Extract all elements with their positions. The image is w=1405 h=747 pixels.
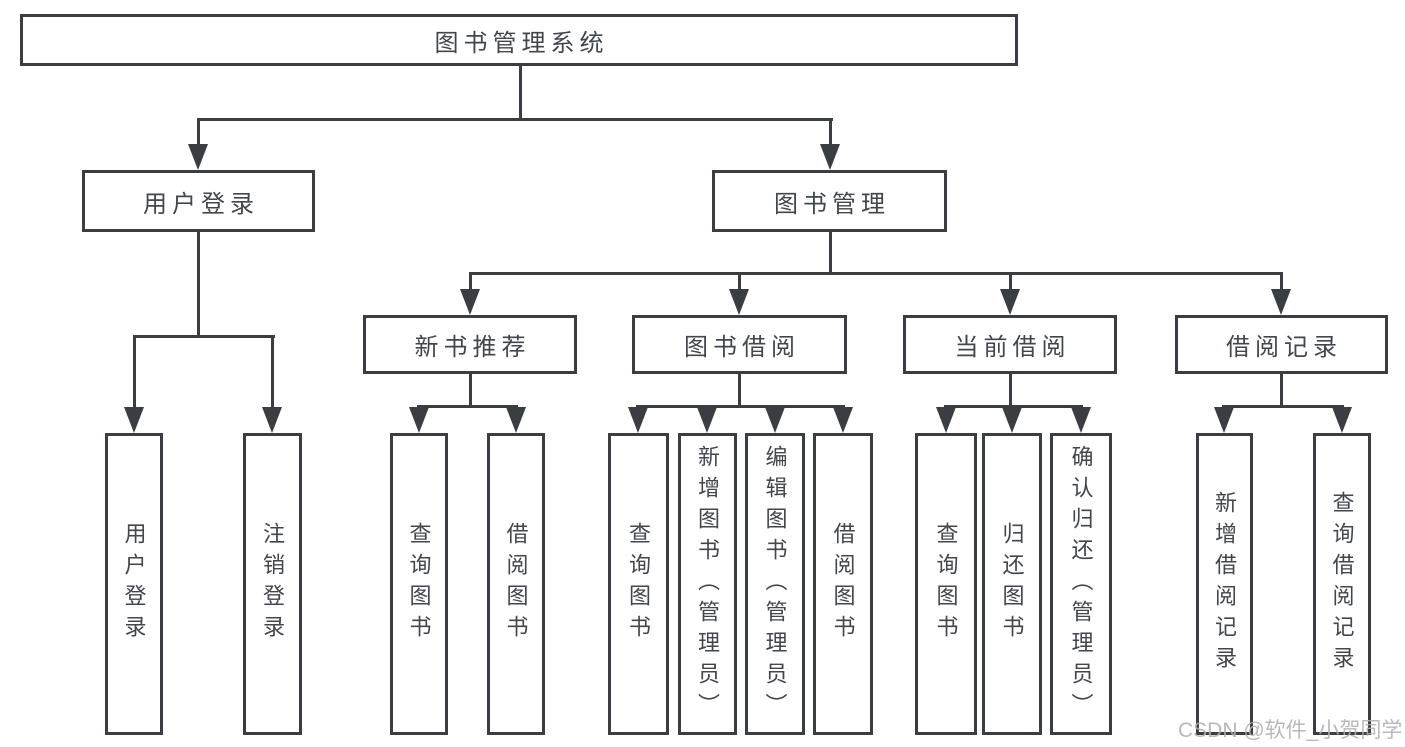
connector-book-management-stem: [829, 232, 832, 272]
watermark-text: CSDN @软件_小贺同学: [1178, 719, 1403, 742]
leaf-label: 借阅图书: [830, 522, 856, 646]
arrow-down-icon: [506, 407, 526, 433]
arrow-down-icon: [1271, 289, 1291, 315]
leaf-label: 新增图书（管理员）: [695, 444, 721, 724]
arrow-down-icon: [936, 407, 956, 433]
node-book-management: 图书管理: [712, 170, 947, 232]
connector-user-login-stem: [197, 232, 200, 335]
connector-borrow-stem: [738, 374, 741, 405]
leaf-label: 查询图书: [933, 522, 959, 646]
connector-drop-user-login: [197, 118, 200, 148]
arrow-down-icon: [1071, 407, 1091, 433]
leaf-label: 查询图书: [406, 522, 432, 646]
node-current-borrow: 当前借阅: [903, 315, 1117, 374]
connector-drop-book-management: [829, 118, 832, 148]
leaf-query-books-2: 查询图书: [608, 433, 669, 735]
connector-root-stem: [519, 66, 522, 118]
leaf-query-books-3: 查询图书: [915, 433, 977, 735]
node-root: 图书管理系统: [20, 14, 1018, 66]
arrow-down-icon: [697, 407, 717, 433]
connector-drop-l3: [1009, 272, 1012, 291]
connector-drop-l3: [1280, 272, 1283, 291]
arrow-down-icon: [1000, 289, 1020, 315]
arrow-down-icon: [729, 289, 749, 315]
leaf-query-books-1: 查询图书: [390, 433, 448, 735]
connector-drop-leaf: [271, 335, 274, 409]
leaf-label: 注销登录: [260, 522, 286, 646]
arrow-down-icon: [765, 407, 785, 433]
connector-drop-l3: [469, 272, 472, 291]
connector-drop-leaf: [133, 335, 136, 409]
arrow-down-icon: [820, 144, 840, 170]
leaf-label: 编辑图书（管理员）: [762, 444, 788, 724]
arrow-down-icon: [1002, 407, 1022, 433]
node-user-login: 用户登录: [82, 170, 315, 232]
leaf-user-login: 用户登录: [105, 433, 163, 735]
node-root-label: 图书管理系统: [434, 29, 609, 57]
leaf-borrow-books-2: 借阅图书: [813, 433, 873, 735]
arrow-down-icon: [460, 289, 480, 315]
leaf-label: 新增借阅记录: [1212, 491, 1238, 677]
node-new-book-recommend-label: 新书推荐: [414, 334, 531, 361]
leaf-borrow-books-1: 借阅图书: [487, 433, 545, 735]
leaf-label: 借阅图书: [503, 522, 529, 646]
arrow-down-icon: [124, 407, 144, 433]
connector-records-bus: [1222, 405, 1344, 408]
connector-current-stem: [1009, 374, 1012, 405]
node-book-management-label: 图书管理: [774, 190, 890, 218]
leaf-label: 查询借阅记录: [1329, 491, 1355, 677]
arrow-down-icon: [409, 407, 429, 433]
node-book-borrow-label: 图书借阅: [684, 334, 800, 361]
connector-drop-l3: [738, 272, 741, 291]
leaf-confirm-return-admin: 确认归还（管理员）: [1050, 433, 1112, 735]
leaf-add-books-admin: 新增图书（管理员）: [678, 433, 737, 735]
leaf-label: 归还图书: [999, 522, 1025, 646]
arrow-down-icon: [1332, 407, 1352, 433]
node-new-book-recommend: 新书推荐: [363, 315, 577, 374]
connector-recommend-bus: [417, 405, 518, 408]
node-borrow-records: 借阅记录: [1175, 315, 1388, 374]
arrow-down-icon: [833, 407, 853, 433]
leaf-logout: 注销登录: [243, 433, 302, 735]
arrow-down-icon: [262, 407, 282, 433]
node-current-borrow-label: 当前借阅: [954, 334, 1071, 361]
leaf-label: 用户登录: [121, 522, 147, 646]
connector-current-bus: [944, 405, 1083, 408]
arrow-down-icon: [188, 144, 208, 170]
leaf-add-borrow-record: 新增借阅记录: [1196, 433, 1253, 735]
arrow-down-icon: [1214, 407, 1234, 433]
leaf-label: 查询图书: [626, 522, 652, 646]
connector-user-login-bus: [133, 335, 275, 338]
connector-recommend-stem: [469, 374, 472, 405]
connector-level3-bus: [469, 272, 1283, 275]
leaf-label: 确认归还（管理员）: [1068, 444, 1094, 724]
connector-borrow-bus: [636, 405, 845, 408]
connector-level2-bus: [197, 118, 833, 121]
leaf-edit-books-admin: 编辑图书（管理员）: [745, 433, 805, 735]
node-user-login-label: 用户登录: [143, 190, 259, 218]
node-borrow-records-label: 借阅记录: [1226, 334, 1342, 361]
leaf-return-books: 归还图书: [982, 433, 1042, 735]
node-book-borrow: 图书借阅: [632, 315, 847, 374]
arrow-down-icon: [628, 407, 648, 433]
connector-records-stem: [1280, 374, 1283, 405]
leaf-query-borrow-record: 查询借阅记录: [1313, 433, 1371, 735]
